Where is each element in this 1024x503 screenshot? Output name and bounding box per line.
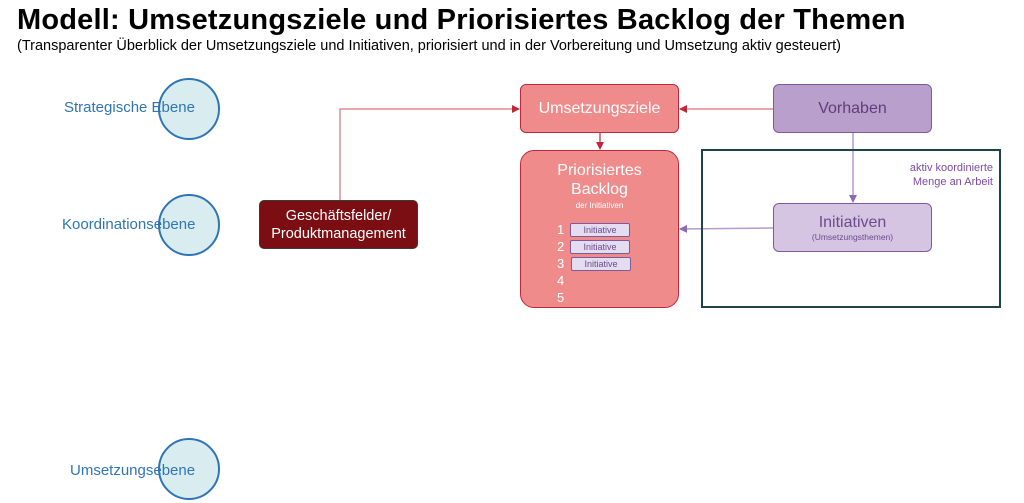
initiativen-box-title: Initiativen: [818, 213, 887, 231]
level-label-coordination: Koordinationsebene: [62, 216, 196, 233]
coordination-label-line1: aktiv koordinierte: [909, 162, 993, 174]
backlog-item: 1 Initiative: [557, 221, 631, 238]
backlog-item: 3 Initiative: [557, 255, 631, 272]
goals-box[interactable]: Umsetzungsziele: [520, 84, 679, 133]
coordination-frame-label: aktiv koordinierte Menge an Arbeit: [910, 161, 993, 189]
level-label-strategic: Strategische Ebene: [64, 99, 195, 116]
backlog-subtitle: der Initiativen: [575, 201, 624, 210]
backlog-box[interactable]: Priorisiertes Backlog der Initiativen 1 …: [520, 150, 679, 308]
backlog-title-line1: Priorisiertes: [557, 162, 642, 179]
backlog-item: 2 Initiative: [557, 238, 631, 255]
level-circle-coordination: [158, 194, 220, 256]
coordination-frame: aktiv koordinierte Menge an Arbeit: [701, 149, 1001, 308]
level-circle-implementation: [158, 438, 220, 500]
coordination-label-line2: Menge an Arbeit: [912, 176, 993, 188]
backlog-rank: 2: [557, 239, 565, 254]
connector-initiativen-to-backlog: [679, 224, 774, 233]
business-box-line1: Geschäftsfelder/: [285, 207, 392, 224]
backlog-rank: 3: [557, 256, 565, 271]
initiativen-box-subtitle: (Umsetzungsthemen): [811, 231, 894, 242]
backlog-rank: 4: [557, 273, 565, 288]
backlog-rank: 1: [557, 222, 565, 237]
initiativen-box[interactable]: Initiativen (Umsetzungsthemen): [773, 203, 932, 252]
page-title: Modell: Umsetzungsziele und Priorisierte…: [17, 4, 906, 36]
initiative-chip[interactable]: Initiative: [570, 222, 630, 237]
business-box-line2: Produktmanagement: [271, 225, 406, 242]
connector-business-to-goals: [339, 105, 520, 200]
initiative-chip[interactable]: Initiative: [571, 256, 631, 271]
backlog-item: 4: [557, 272, 631, 289]
level-circle-strategic: [158, 78, 220, 140]
business-units-box[interactable]: Geschäftsfelder/ Produktmanagement: [259, 200, 418, 249]
initiative-chip[interactable]: Initiative: [570, 239, 630, 254]
backlog-title-line2: Backlog: [571, 181, 628, 198]
page-subtitle: (Transparenter Überblick der Umsetzungsz…: [17, 38, 841, 54]
vorhaben-box-label: Vorhaben: [818, 99, 887, 117]
backlog-rank: 5: [557, 290, 565, 305]
level-label-implementation: Umsetzungsebene: [70, 462, 196, 479]
vorhaben-box[interactable]: Vorhaben: [773, 84, 932, 133]
backlog-list: 1 Initiative 2 Initiative 3 Initiative 4…: [557, 221, 631, 306]
backlog-item: 5: [557, 289, 631, 306]
goals-box-label: Umsetzungsziele: [538, 99, 661, 117]
